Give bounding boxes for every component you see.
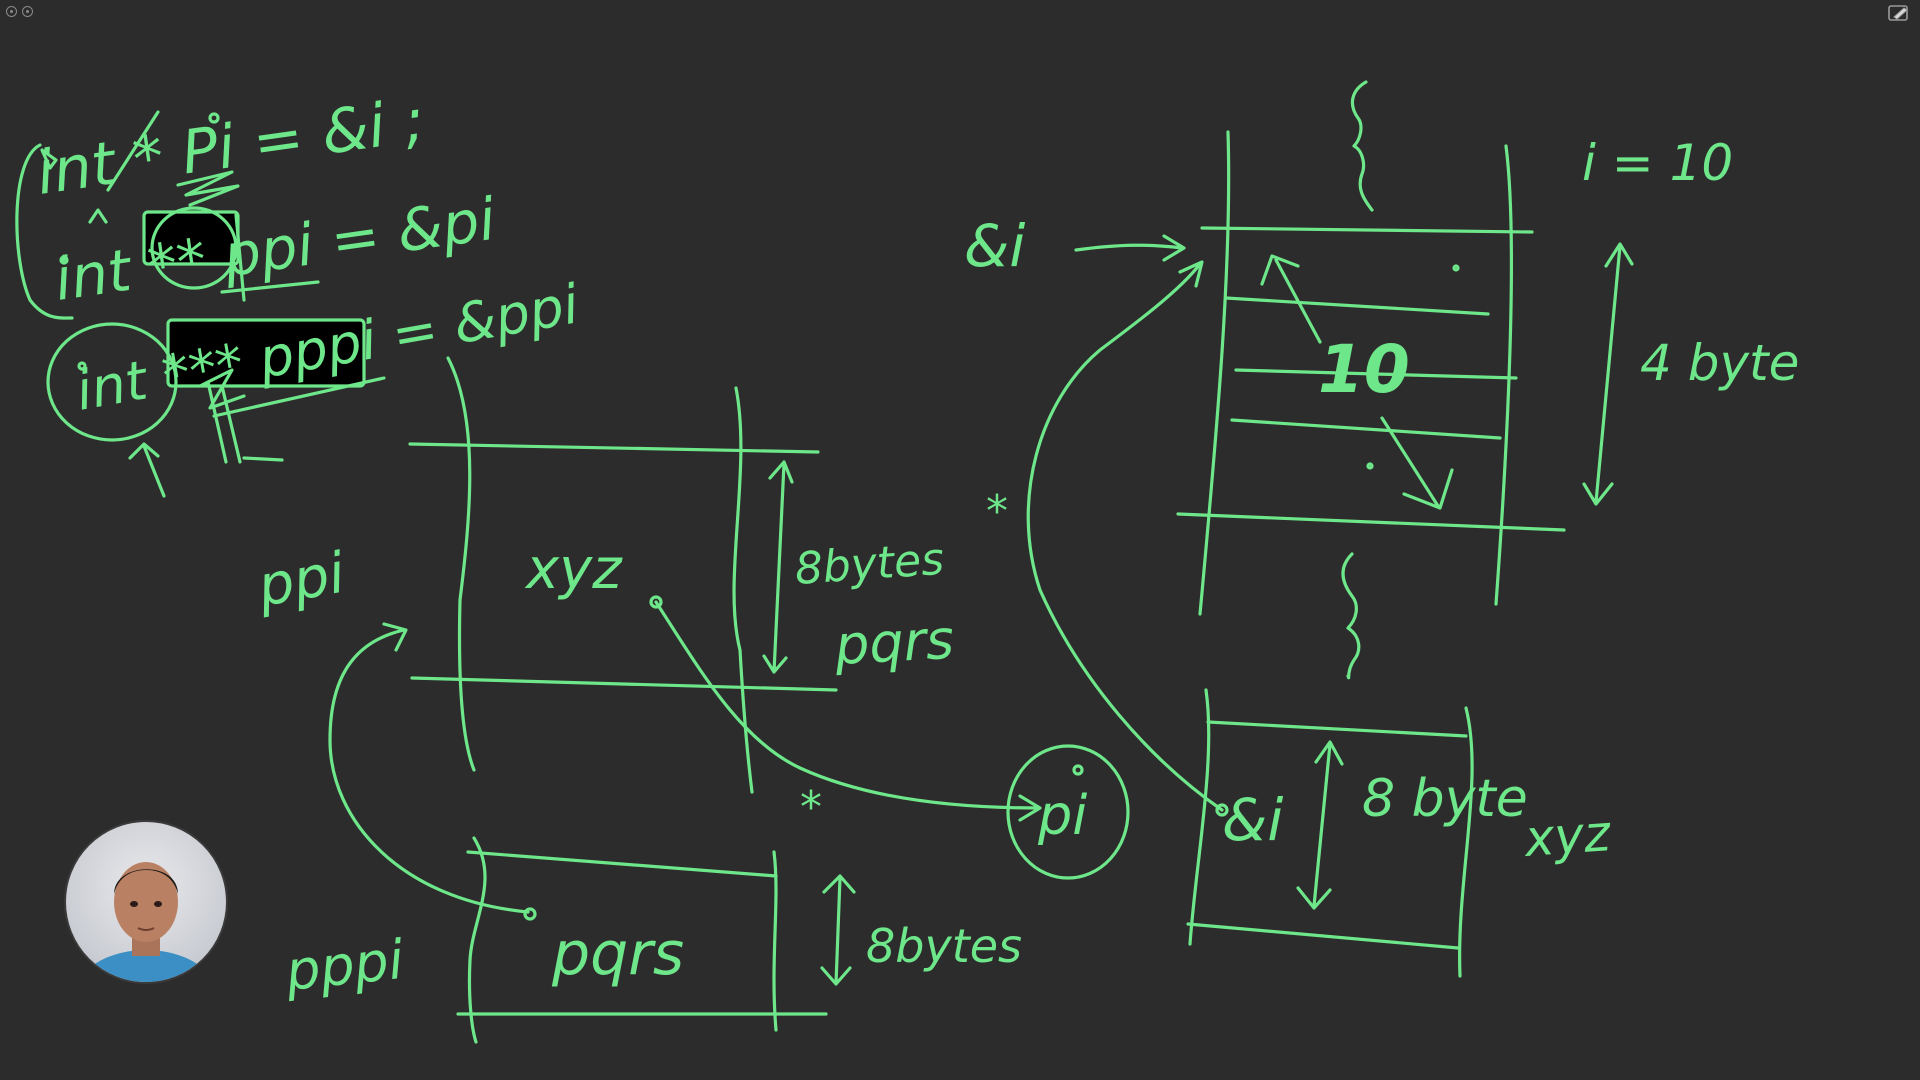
- i-block-left: [1198, 130, 1231, 616]
- pi-dot: [1072, 764, 1084, 776]
- pi-block-right: [1458, 706, 1474, 978]
- dot-2: [77, 361, 87, 371]
- pi-address: xyz: [1521, 804, 1614, 868]
- byte-arrow-down: [1380, 416, 1454, 510]
- i-memory-block: [1074, 130, 1634, 616]
- i-block-top: [1200, 226, 1534, 234]
- i-address: &i: [964, 212, 1025, 280]
- pi-block-left: [1188, 688, 1211, 946]
- code-bracket: [15, 143, 74, 320]
- code-block: [15, 110, 386, 498]
- minimize-icon[interactable]: [22, 6, 33, 17]
- dot-3: [208, 112, 220, 124]
- i-size-arrow: [1582, 242, 1634, 506]
- pppi-box-left: [467, 836, 487, 1044]
- ppi-box-top: [408, 442, 820, 454]
- pi-block-top: [1206, 720, 1468, 738]
- pppi-value: pqrs: [551, 919, 684, 989]
- ppi-box-bottom: [410, 676, 838, 692]
- int-circle: [46, 322, 178, 442]
- i-block-bottom: [1176, 512, 1566, 532]
- ppi-size-arrow: [762, 460, 794, 674]
- i-value: 10: [1318, 331, 1410, 408]
- deref-star-1: *: [986, 486, 1008, 537]
- pppi-size-arrow: [820, 874, 856, 986]
- pi-circle-label: pi: [1037, 784, 1087, 847]
- brace-mid-shape: [1341, 552, 1361, 680]
- pi-size: 8 byte: [1362, 769, 1528, 829]
- underline: [220, 280, 320, 294]
- dot-1: [59, 255, 69, 265]
- strike-mark: [106, 110, 160, 192]
- addr-arrow: [1074, 234, 1186, 262]
- pen-icon[interactable]: [1888, 4, 1910, 22]
- i-block-line-2: [1234, 368, 1518, 380]
- ppi-value: xyz: [524, 537, 623, 602]
- xyz-to-pi-arrow: [654, 600, 1042, 822]
- ppi-name: ppi: [252, 541, 350, 620]
- pi-block-bottom: [1186, 922, 1460, 950]
- byte-arrow-up: [1260, 254, 1322, 344]
- pppi-memory-box: [456, 836, 856, 1044]
- ppi-address: pqrs: [832, 608, 955, 677]
- mem-dot-1: [1452, 264, 1460, 272]
- i-block-right: [1494, 144, 1514, 606]
- deref-star-2: *: [800, 782, 822, 833]
- scribble: [176, 170, 240, 207]
- triple-star-underline: [212, 376, 386, 418]
- brace-top-shape: [1350, 80, 1374, 212]
- i-decl: i = 10: [1582, 134, 1733, 192]
- pppi-box-right: [772, 850, 778, 1032]
- ppi-box-left: [446, 356, 476, 772]
- presenter-avatar: [64, 820, 228, 984]
- scribble-2: [198, 368, 284, 464]
- close-icon[interactable]: [6, 6, 17, 17]
- pi-to-i-arrow: [1026, 260, 1224, 812]
- pppi-to-ppi-arrow: [328, 622, 530, 914]
- int-circle-arrow: [128, 442, 166, 498]
- pppi-box-top: [466, 850, 778, 878]
- pppi-size: 8bytes: [866, 919, 1022, 973]
- ppi-size: 8bytes: [793, 534, 945, 595]
- pi-value: &i: [1222, 786, 1283, 854]
- pi-circle-outline: [1006, 744, 1130, 880]
- pi-size-arrow: [1296, 740, 1344, 910]
- i-block-line-3: [1230, 418, 1502, 440]
- code-line-2: int ** ppi = &pi: [50, 185, 499, 314]
- double-star-circle: [150, 206, 238, 290]
- caret-arrow: [88, 208, 108, 224]
- ppi-box-right: [732, 386, 754, 794]
- pi-memory-block: [1186, 688, 1474, 978]
- i-block-line-1: [1224, 296, 1490, 316]
- i-size: 4 byte: [1640, 334, 1799, 392]
- xyz-origin-dot: [649, 595, 663, 609]
- star-box-tail: [234, 213, 246, 302]
- cursor-mark: [40, 148, 58, 170]
- pi-value-dot: [1215, 803, 1229, 817]
- presenter-face-icon: [78, 862, 214, 982]
- pppi-value-dot: [523, 907, 537, 921]
- ppi-memory-box: [408, 356, 838, 794]
- mem-dot-2: [1366, 462, 1374, 470]
- pppi-name: pppi: [282, 928, 407, 1003]
